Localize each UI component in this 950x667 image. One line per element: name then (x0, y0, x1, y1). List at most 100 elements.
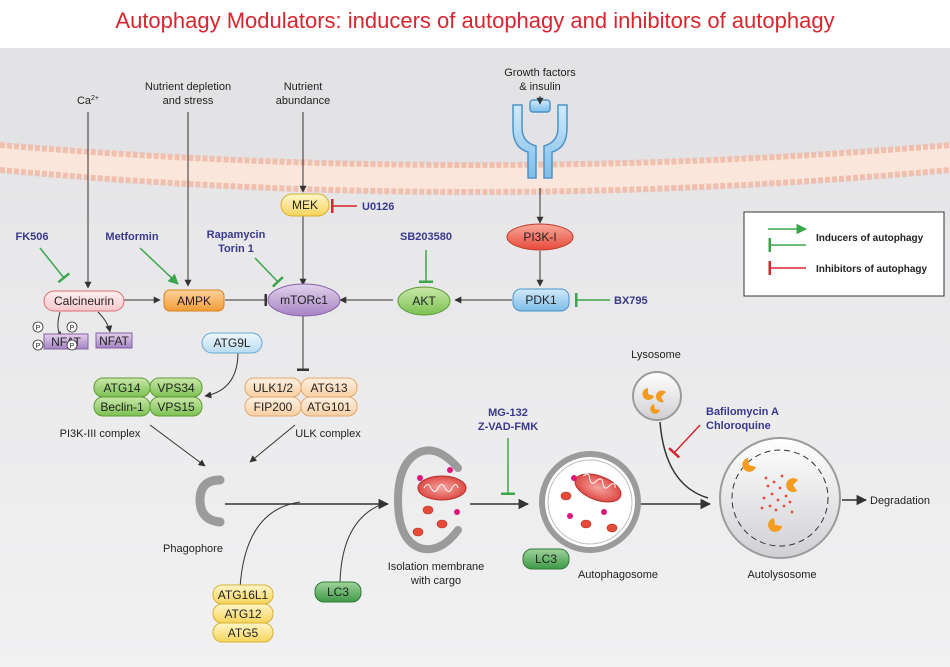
fk506-inhibitor (39, 247, 71, 284)
lysosome-fusion-arrow (659, 421, 709, 499)
pi3k3-complex-label: PI3K-III complex (60, 428, 141, 440)
svg-text:P: P (36, 343, 41, 350)
pi3k3-complex: ATG14 VPS34 Beclin-1 VPS15 (93, 377, 203, 417)
bafilomycin-label: Bafilomycin A (706, 406, 779, 418)
nutrient-depletion-label-2: and stress (163, 95, 214, 107)
nutrient-abundance-label: Nutrient (284, 81, 323, 93)
ampk-node: AMPK (163, 289, 225, 312)
svg-text:P: P (70, 325, 75, 332)
lc3-bound-node: LC3 (522, 548, 570, 570)
isolation-membrane-icon (393, 446, 467, 554)
mek-node: MEK (280, 193, 330, 217)
mtorc1-node: mTORc1 (267, 283, 341, 317)
lc3-node: LC3 (314, 581, 362, 603)
lysosome-icon (632, 371, 682, 421)
rapamycin-label: Rapamycin (207, 229, 266, 241)
phospho-icon: P (32, 321, 44, 333)
degradation-label: Degradation (870, 495, 930, 507)
mitochondrion-icon (417, 475, 467, 501)
akt-node: AKT (397, 286, 451, 316)
calcium-label: Ca2+ (77, 95, 99, 107)
pi3k3-to-phagophore (149, 424, 206, 467)
metformin-label: Metformin (105, 231, 158, 243)
membrane-outer-heads (0, 142, 950, 168)
atg9l-node: ATG9L (201, 332, 263, 354)
atg12-label: ATG12 (224, 607, 261, 621)
calcineurin-to-nfat (97, 311, 113, 333)
svg-text:P: P (70, 343, 75, 350)
svg-text:LC3: LC3 (327, 585, 349, 599)
phospho-icon: P (32, 339, 44, 351)
svg-text:AMPK: AMPK (177, 294, 211, 308)
insulin-receptor-icon (512, 99, 568, 179)
growth-factors-label: Growth factors (504, 67, 576, 79)
bx795-label: BX795 (614, 295, 648, 307)
atg13-label: ATG13 (310, 381, 347, 395)
u0126-label: U0126 (362, 201, 394, 213)
autolysosome-label: Autolysosome (747, 569, 816, 581)
chloroquine-label: Chloroquine (706, 420, 771, 432)
svg-text:LC3: LC3 (535, 552, 557, 566)
legend: Inducers of autophagy Inhibitors of auto… (743, 211, 945, 297)
metformin-activator (139, 247, 179, 285)
svg-text:NFAT: NFAT (99, 334, 129, 348)
atg16l1-label: ATG16L1 (218, 588, 269, 602)
bafilomycin-inhibitor (668, 424, 701, 459)
isolation-membrane-label: Isolation membrane (388, 561, 485, 573)
page-title: Autophagy Modulators: inducers of autoph… (115, 8, 835, 33)
autophagosome-label: Autophagosome (578, 569, 658, 581)
lysosome-label: Lysosome (631, 349, 681, 361)
svg-text:ATG9L: ATG9L (213, 336, 250, 350)
growth-factors-label-2: & insulin (519, 81, 561, 93)
rapamycin-inhibitor (254, 257, 284, 288)
nutrient-abundance-label-2: abundance (276, 95, 330, 107)
svg-text:AKT: AKT (412, 294, 436, 308)
phagophore-icon (195, 475, 225, 527)
mg132-label: MG-132 (488, 407, 528, 419)
svg-text:PDK1: PDK1 (525, 293, 557, 307)
zvad-label: Z-VAD-FMK (478, 421, 538, 433)
torin1-label: Torin 1 (218, 243, 254, 255)
ulk12-label: ULK1/2 (253, 381, 293, 395)
atg9l-to-pi3k3 (204, 351, 239, 399)
calcineurin-node: Calcineurin (43, 290, 125, 312)
fip200-label: FIP200 (254, 400, 293, 414)
svg-text:mTORc1: mTORc1 (280, 293, 328, 307)
legend-inducers-label: Inducers of autophagy (816, 233, 924, 244)
extracellular-space (0, 48, 950, 165)
beclin1-label: Beclin-1 (100, 400, 144, 414)
cell-membrane (0, 145, 950, 192)
vps34-label: VPS34 (157, 381, 195, 395)
pi3k1-node: PI3K-I (506, 223, 574, 251)
ulk-complex-label: ULK complex (295, 428, 361, 440)
isolation-membrane-label-2: with cargo (410, 575, 461, 587)
fk506-label: FK506 (15, 231, 48, 243)
cytoplasm (0, 165, 950, 667)
membrane-inner-heads (0, 167, 950, 195)
phospho-icon: P (66, 321, 78, 333)
atg14-label: ATG14 (103, 381, 140, 395)
atg16l1-to-pathway (239, 501, 301, 589)
autolysosome-icon (719, 437, 841, 559)
ulk-to-phagophore (249, 424, 296, 463)
lc3-to-pathway (339, 502, 386, 583)
svg-text:PI3K-I: PI3K-I (523, 230, 556, 244)
phagophore-label: Phagophore (163, 543, 223, 555)
mitochondrion-icon (574, 473, 622, 503)
atg101-label: ATG101 (307, 400, 351, 414)
svg-text:Calcineurin: Calcineurin (54, 294, 114, 308)
atg-conjugation-complex: ATG16L1 ATG12 ATG5 (212, 584, 274, 643)
ulk-complex: ULK1/2 ATG13 FIP200 ATG101 (244, 377, 358, 417)
legend-inhibitors-label: Inhibitors of autophagy (816, 264, 928, 275)
vps15-label: VPS15 (157, 400, 195, 414)
nutrient-depletion-label: Nutrient depletion (145, 81, 231, 93)
nfat-phospho-node: NFAT P P P P (32, 321, 89, 351)
pdk1-node: PDK1 (512, 288, 570, 312)
autophagosome-icon (539, 451, 641, 553)
svg-text:MEK: MEK (292, 198, 318, 212)
sb203580-label: SB203580 (400, 231, 452, 243)
svg-text:P: P (36, 325, 41, 332)
nfat-node: NFAT (95, 332, 133, 349)
